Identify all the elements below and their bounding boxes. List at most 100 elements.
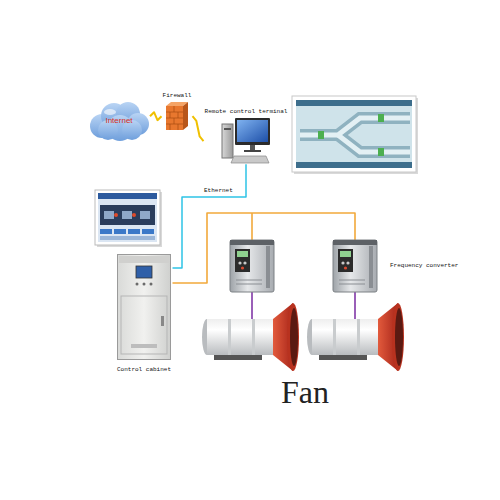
hmi-screenshot-part — [100, 205, 155, 225]
cabinet-icon — [117, 254, 171, 360]
hmi-screenshot-part — [114, 213, 118, 217]
axial-fan — [202, 303, 299, 371]
cabinet-handle — [161, 316, 164, 326]
power-wire-part — [251, 213, 253, 240]
network-link — [150, 112, 162, 120]
axial-fan-part — [312, 319, 378, 355]
frequency-converter-icon-part — [236, 284, 262, 285]
cabinet-screen — [136, 266, 152, 278]
scada-screenshot-part — [292, 96, 416, 172]
node-label: Remote control terminal — [205, 108, 288, 115]
network-link — [193, 116, 204, 141]
brick-line — [178, 124, 179, 130]
cabinet-door — [121, 296, 167, 354]
cloud-highlight — [104, 109, 116, 115]
caption-label: Fan — [281, 374, 329, 411]
firewall-icon — [166, 102, 188, 130]
scada-screenshot-part — [300, 118, 410, 135]
frequency-converter-icon-part — [238, 261, 241, 264]
firewall: Firewall — [162, 92, 193, 130]
axial-fan-part — [319, 355, 367, 360]
firewall-side — [183, 102, 188, 130]
hmi-screenshot-part — [132, 213, 136, 217]
converter-stripe — [369, 246, 373, 288]
brick-line — [166, 124, 183, 125]
scada-screenshot-part — [300, 118, 410, 135]
power-wire — [252, 213, 253, 240]
axial-fan-part — [290, 308, 298, 366]
pc-tower — [222, 124, 233, 158]
axial-fan-part — [228, 319, 231, 355]
node-label: Internet — [105, 116, 132, 126]
hmi-screenshot-part — [142, 229, 154, 234]
power-wire — [173, 213, 356, 283]
frequency-converter-icon-part — [237, 251, 248, 257]
remote-terminal: Remote control terminal — [204, 108, 289, 164]
hmi-screenshot-part — [122, 211, 132, 219]
cabinet-button — [136, 283, 139, 286]
converter-vent — [339, 284, 365, 285]
converter-panel — [338, 249, 353, 272]
node-label: Frequency converter — [390, 262, 458, 269]
axial-fan-part — [214, 355, 262, 360]
scada-screenshot-part — [296, 162, 412, 168]
axial-fan-part — [287, 303, 299, 371]
scada-screenshot-part — [296, 100, 412, 168]
scada-screenshot-part — [338, 135, 410, 152]
fan-cable-part — [251, 292, 253, 319]
cabinet-button — [143, 283, 146, 286]
scada-screenshot-part — [296, 100, 412, 106]
brick-line — [174, 106, 175, 112]
pc-drive — [224, 128, 231, 130]
converter-display — [340, 251, 351, 257]
hmi-screenshot-part — [104, 211, 114, 219]
frequency-converter-icon-part — [230, 240, 274, 245]
monitor-base — [244, 150, 261, 152]
converter-icon — [333, 240, 377, 292]
cabinet-plate — [131, 344, 157, 348]
frequency-converter-icon-part — [266, 246, 270, 288]
frequency-converter-icon-part — [243, 261, 246, 264]
scada-screenshot-part — [318, 131, 324, 139]
scada-screenshot-part — [378, 148, 384, 156]
fan-cable-part — [354, 292, 356, 319]
firewall-front — [166, 106, 183, 130]
axial-fan-part — [252, 319, 255, 355]
frequency-converter-icon-part — [230, 240, 274, 292]
axial-fan-part — [392, 303, 404, 371]
hmi-screenshot-part — [100, 236, 155, 240]
scada-screenshot-part — [294, 98, 418, 174]
cabinet-button — [150, 283, 153, 286]
frequency-converter-icon-part — [235, 249, 250, 272]
monitor-stand — [250, 145, 255, 150]
axial-fan-part — [333, 319, 336, 355]
internet-cloud: Internet — [88, 100, 150, 142]
cabinet-top — [119, 256, 169, 263]
frequency-converter-icon-part — [241, 266, 244, 269]
axial-fan-part — [395, 308, 403, 366]
converter-top — [333, 240, 377, 245]
frequency-converter: Frequency converter — [333, 240, 461, 292]
node-label: Firewall — [163, 92, 192, 99]
hmi-screenshot-part — [128, 229, 140, 234]
hmi-screenshot-part — [97, 192, 162, 247]
brick-line — [166, 118, 183, 119]
fan-cable — [252, 292, 355, 319]
hmi-screenshot-part — [140, 211, 150, 219]
converter-key — [346, 261, 349, 264]
scada-screenshot-part — [338, 135, 410, 152]
brick-line — [170, 112, 171, 118]
brick-line — [170, 124, 171, 130]
scada-screenshot-part — [378, 114, 384, 122]
monitor-frame — [235, 118, 270, 145]
control-cabinet: Control cabinet — [116, 254, 173, 373]
hmi-screenshot — [95, 190, 162, 247]
brick-line — [166, 112, 183, 113]
converter-key — [341, 261, 344, 264]
node-label: Control cabinet — [117, 366, 171, 373]
converter-vent — [339, 280, 365, 281]
